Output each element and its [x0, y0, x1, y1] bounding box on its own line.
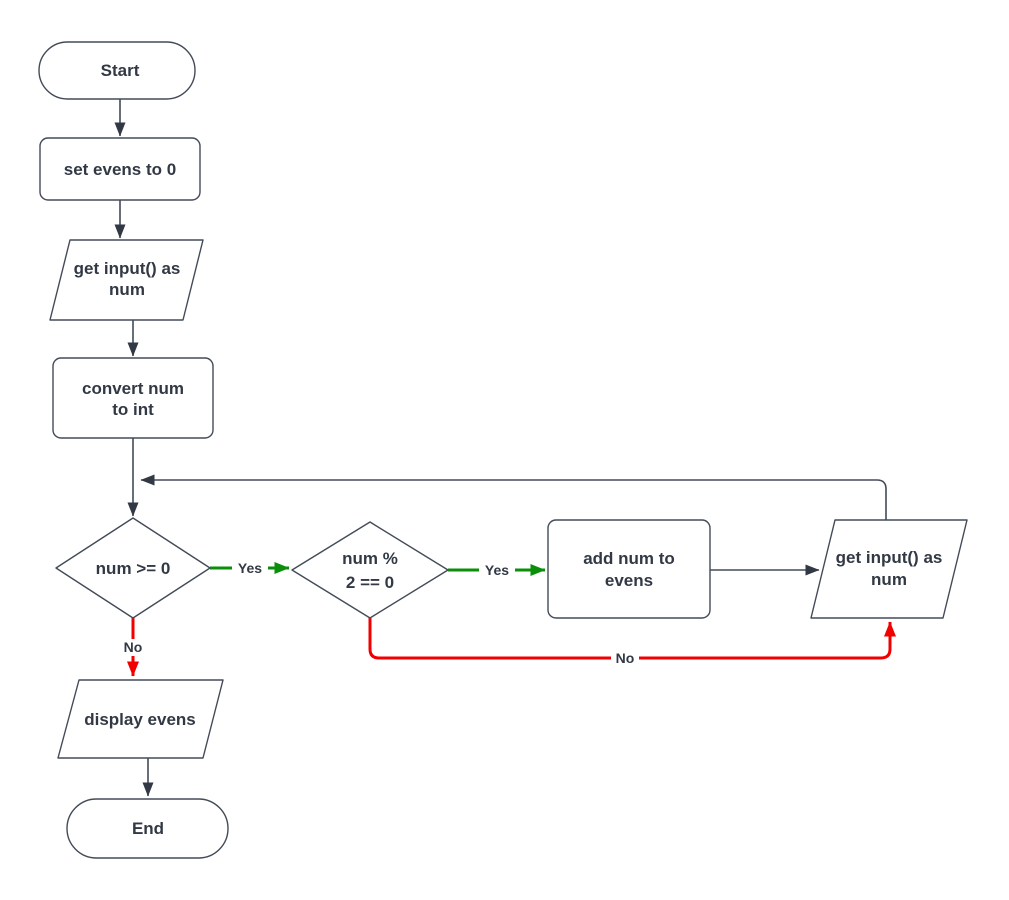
node-convert: convert num to int — [52, 357, 214, 439]
edge-label-bg — [479, 561, 515, 578]
node-label: set evens to 0 — [64, 160, 176, 179]
node-label: Start — [101, 61, 140, 80]
terminator-shape — [66, 798, 229, 859]
node-label-line-2: evens — [605, 571, 653, 590]
decision-shape — [55, 517, 211, 619]
edge-label-text: No — [124, 639, 143, 655]
node-end: End — [66, 798, 229, 859]
node-num-nonnegative: num >= 0 — [55, 517, 211, 619]
nodes: Start set evens to 0 get input() as num … — [38, 41, 968, 859]
edge-label-even-yes: Yes — [479, 561, 515, 578]
node-label-line-1: convert num — [82, 379, 184, 398]
node-get-input-2: get input() as num — [810, 519, 968, 619]
edge-label-text: Yes — [238, 560, 262, 576]
edge-label-text: Yes — [485, 562, 509, 578]
node-label-line-2: num — [871, 570, 907, 589]
node-label-line-1: add num to — [583, 549, 675, 568]
edge-label-bg — [232, 559, 268, 576]
input-output-shape — [810, 519, 968, 619]
node-label: End — [132, 819, 164, 838]
edge-label-even-no: No — [611, 650, 639, 667]
node-label-line-1: get input() as — [74, 259, 181, 278]
edge-get-input-2-loop-back — [140, 474, 887, 520]
node-label-line-1: get input() as — [836, 548, 943, 567]
node-add-num: add num to evens — [547, 519, 711, 619]
node-get-input-1: get input() as num — [49, 239, 204, 321]
process-shape — [547, 519, 711, 619]
input-output-shape — [57, 679, 224, 759]
decision-shape — [291, 521, 449, 619]
edge-label-bg — [611, 650, 639, 667]
node-label-line-2: 2 == 0 — [346, 573, 394, 592]
input-output-shape — [49, 239, 204, 321]
node-num-even: num % 2 == 0 — [291, 521, 449, 619]
node-label-line-1: num % — [342, 549, 398, 568]
node-display-evens: display evens — [57, 679, 224, 759]
edges: Yes Yes No No — [114, 99, 896, 797]
edge-label-text: No — [616, 650, 635, 666]
node-label: num >= 0 — [96, 559, 171, 578]
process-shape — [52, 357, 214, 439]
edge-label-nonnegative-no: No — [119, 639, 147, 656]
node-label-line-2: num — [109, 280, 145, 299]
node-label-line-2: to int — [112, 400, 154, 419]
edge-label-bg — [119, 639, 147, 656]
edge-label-nonnegative-yes: Yes — [232, 559, 268, 576]
node-label: display evens — [84, 710, 196, 729]
process-shape — [39, 137, 201, 201]
node-start: Start — [38, 41, 196, 100]
terminator-shape — [38, 41, 196, 100]
node-set-evens: set evens to 0 — [39, 137, 201, 201]
